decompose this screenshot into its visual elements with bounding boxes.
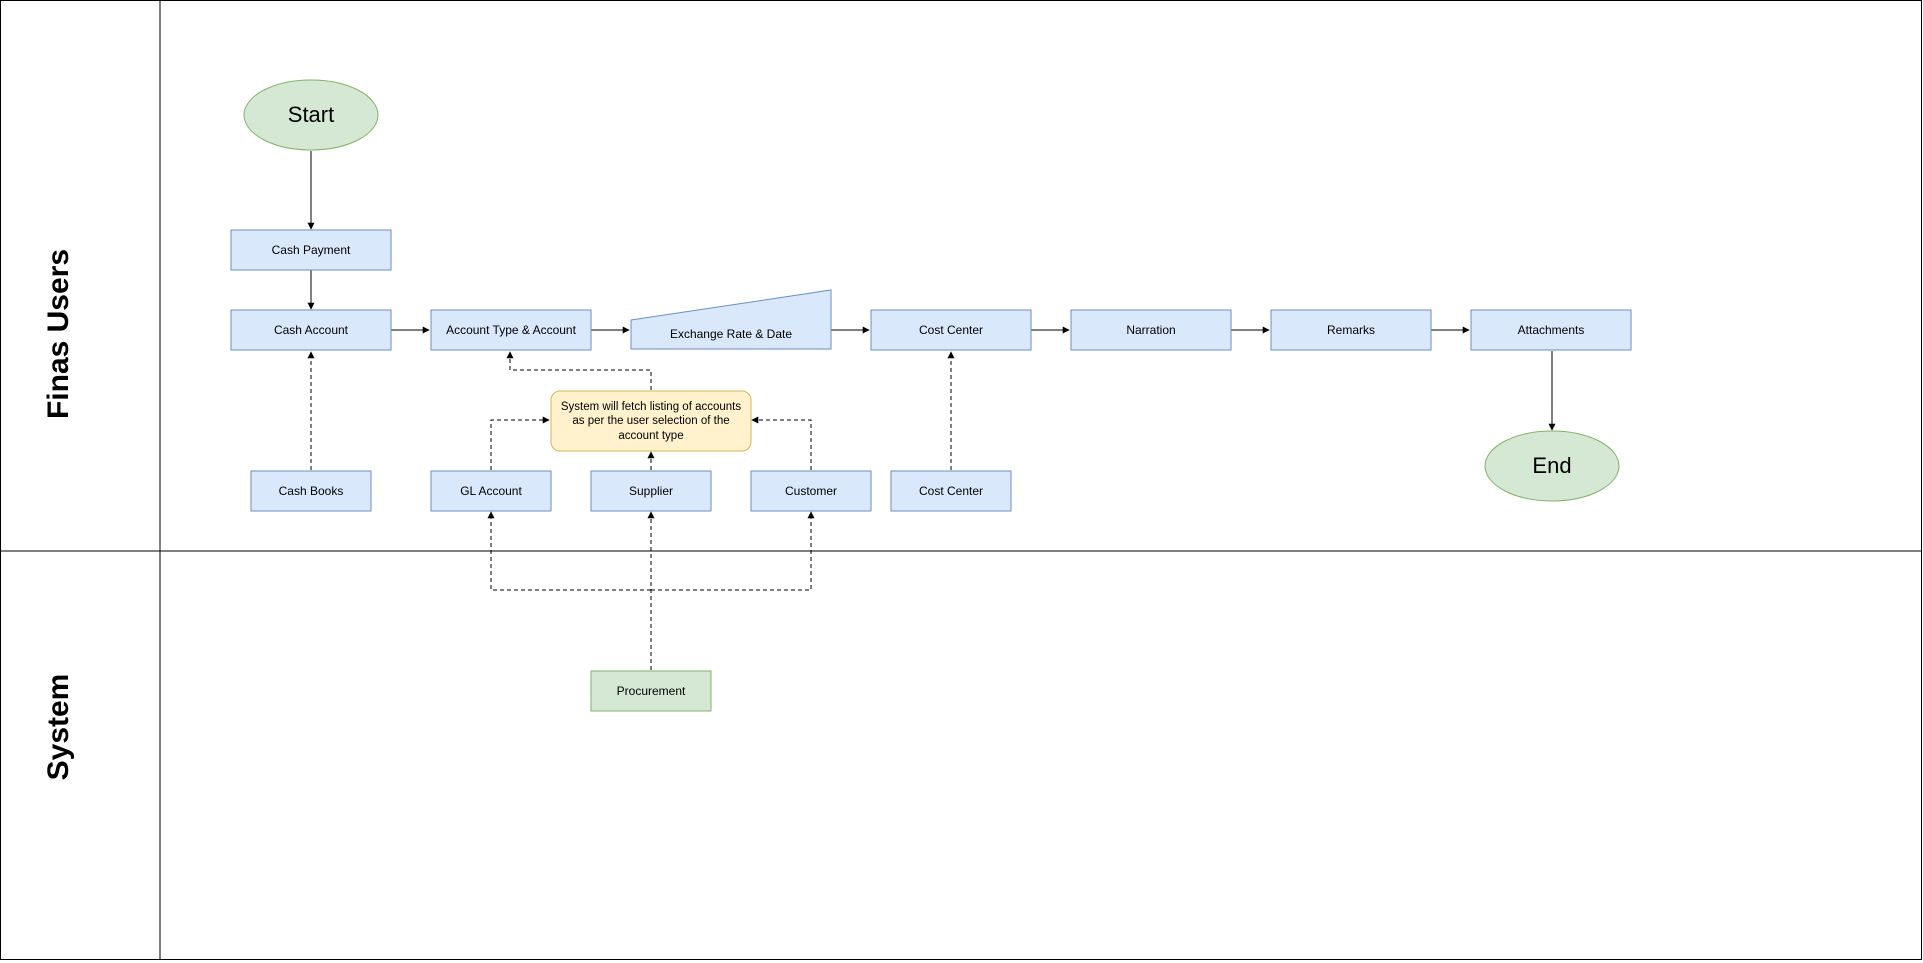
edge-procurement-to-customer	[651, 511, 815, 591]
note-line-3: account type	[618, 430, 683, 442]
manual-input-exchange-rate: Exchange Rate & Date	[630, 289, 832, 350]
source-gl-account: GL Account	[430, 470, 552, 512]
process-cash-payment: Cash Payment	[230, 229, 392, 271]
cash-books-label: Cash Books	[279, 484, 344, 498]
attachments-label: Attachments	[1518, 323, 1585, 337]
solid-connectors	[307, 151, 1556, 431]
system-procurement: Procurement	[590, 670, 712, 712]
source-supplier: Supplier	[590, 470, 712, 512]
cost-center-source-label: Cost Center	[919, 484, 983, 498]
cash-payment-label: Cash Payment	[272, 243, 351, 257]
process-account-type: Account Type & Account	[430, 309, 592, 351]
process-attachments: Attachments	[1470, 309, 1632, 351]
note-line-2: as per the user selection of the	[572, 415, 729, 427]
edge-procurement-to-gl-account	[487, 511, 651, 591]
start-label: Start	[288, 102, 334, 127]
dashed-connectors	[307, 351, 955, 670]
process-cash-account: Cash Account	[230, 309, 392, 351]
edge-note-to-account-type	[506, 351, 652, 390]
supplier-label: Supplier	[629, 484, 673, 498]
system-note: System will fetch listing of accounts as…	[550, 390, 752, 452]
procurement-label: Procurement	[617, 684, 686, 698]
source-cost-center: Cost Center	[890, 470, 1012, 512]
customer-label: Customer	[785, 484, 837, 498]
process-remarks: Remarks	[1270, 309, 1432, 351]
remarks-label: Remarks	[1327, 323, 1375, 337]
process-narration: Narration	[1070, 309, 1232, 351]
edge-customer-to-note	[751, 416, 812, 470]
cash-account-label: Cash Account	[274, 323, 349, 337]
start-node: Start	[243, 79, 379, 151]
narration-label: Narration	[1126, 323, 1175, 337]
gl-account-label: GL Account	[460, 484, 522, 498]
end-node: End	[1484, 430, 1620, 502]
edge-gl-account-to-note	[490, 416, 550, 470]
process-cost-center: Cost Center	[870, 309, 1032, 351]
lane-label-finas-users: Finas Users	[42, 249, 75, 419]
lane-label-system: System	[42, 674, 75, 781]
source-customer: Customer	[750, 470, 872, 512]
cost-center-label: Cost Center	[919, 323, 983, 337]
end-label: End	[1532, 453, 1571, 478]
account-type-label: Account Type & Account	[446, 323, 577, 337]
note-line-1: System will fetch listing of accounts	[561, 401, 741, 413]
exchange-rate-label: Exchange Rate & Date	[670, 327, 792, 341]
source-cash-books: Cash Books	[250, 470, 372, 512]
